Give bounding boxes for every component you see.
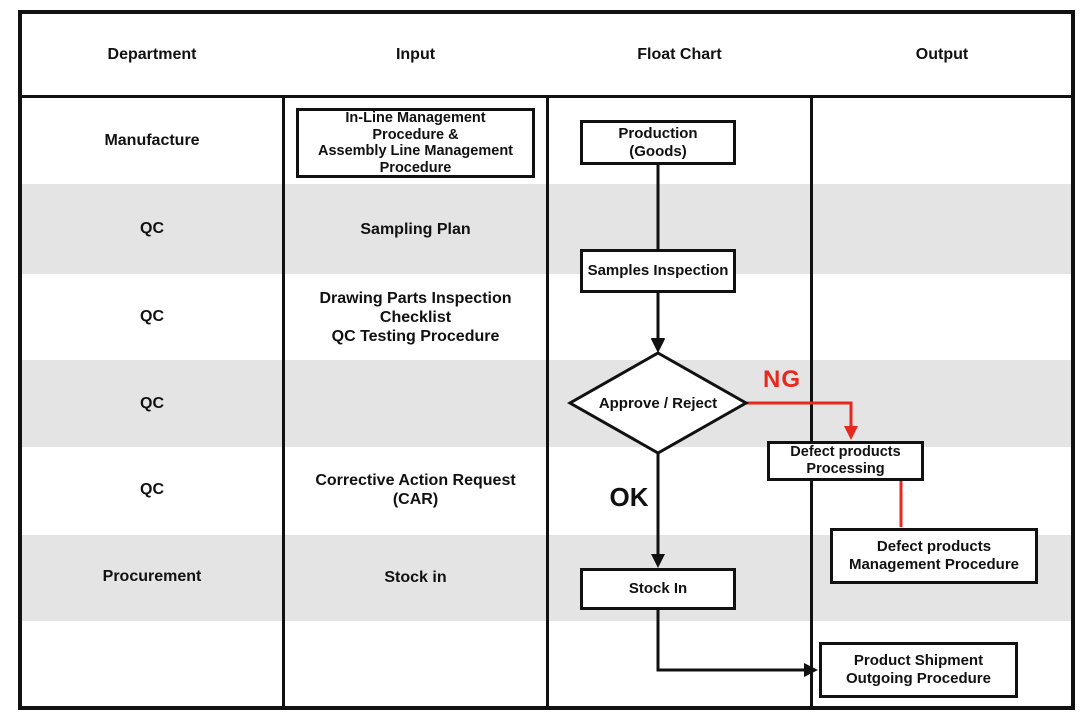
flow-node-production: Production (Goods) xyxy=(580,120,736,165)
output-box-product-shipment-outgoing: Product Shipment Outgoing Procedure xyxy=(819,642,1018,698)
column-header-department: Department xyxy=(107,45,197,63)
header-divider-line xyxy=(22,95,1071,98)
node-line: (Goods) xyxy=(629,142,687,160)
node-line: Defect products xyxy=(876,538,992,555)
node-line: Product Shipment xyxy=(853,652,984,669)
input-line: Drawing Parts Inspection xyxy=(319,289,512,307)
node-line: Management Procedure xyxy=(848,556,1020,573)
output-box-defect-products-management: Defect products Management Procedure xyxy=(830,528,1038,584)
swimlane-table: Department Input Float Chart Output Manu… xyxy=(18,10,1075,710)
node-line: Processing xyxy=(806,461,885,477)
input-line: QC Testing Procedure xyxy=(331,327,500,345)
input-line: (CAR) xyxy=(392,491,439,508)
input-box-inline-management-procedure: In-Line Management Procedure & Assembly … xyxy=(296,108,535,178)
column-header-float-chart: Float Chart xyxy=(637,45,722,63)
column-header-input: Input xyxy=(395,45,436,63)
input-drawing-parts-checklist: Drawing Parts Inspection Checklist QC Te… xyxy=(285,274,546,360)
decision-label-approve-reject: Approve / Reject xyxy=(598,394,718,412)
input-box-line: Procedure & xyxy=(372,126,459,143)
department-label: QC xyxy=(140,308,164,325)
input-line: Checklist xyxy=(379,308,452,326)
input-sampling-plan: Sampling Plan xyxy=(360,220,471,238)
department-label: QC xyxy=(140,394,164,412)
input-corrective-action-request: Corrective Action Request (CAR) xyxy=(285,447,546,533)
node-line: Defect products xyxy=(790,444,901,460)
department-label: Manufacture xyxy=(104,131,200,149)
input-box-line: Assembly Line Management xyxy=(318,143,513,159)
input-box-line: In-Line Management xyxy=(345,110,486,126)
department-label: Procurement xyxy=(102,568,202,585)
input-line: Corrective Action Request xyxy=(315,472,516,489)
column-header-output: Output xyxy=(915,45,969,63)
column-divider-line xyxy=(810,97,813,706)
flow-node-stock-in: Stock In xyxy=(580,568,736,610)
input-box-line: Procedure xyxy=(379,159,452,176)
department-label: QC xyxy=(140,481,164,498)
node-line: Outgoing Procedure xyxy=(845,670,991,687)
input-stock-in: Stock in xyxy=(384,568,447,586)
column-divider-line xyxy=(282,97,285,706)
arrowhead-down-icon xyxy=(651,338,665,352)
flow-node-defect-products-processing: Defect products Processing xyxy=(767,441,924,481)
department-label: QC xyxy=(140,220,164,237)
column-divider-line xyxy=(546,97,549,706)
node-line: Production xyxy=(618,124,698,142)
flow-node-samples-inspection: Samples Inspection xyxy=(580,249,736,293)
branch-label-ng: NG xyxy=(763,366,801,393)
branch-label-ok: OK xyxy=(609,482,649,512)
arrowhead-down-icon xyxy=(651,339,665,353)
